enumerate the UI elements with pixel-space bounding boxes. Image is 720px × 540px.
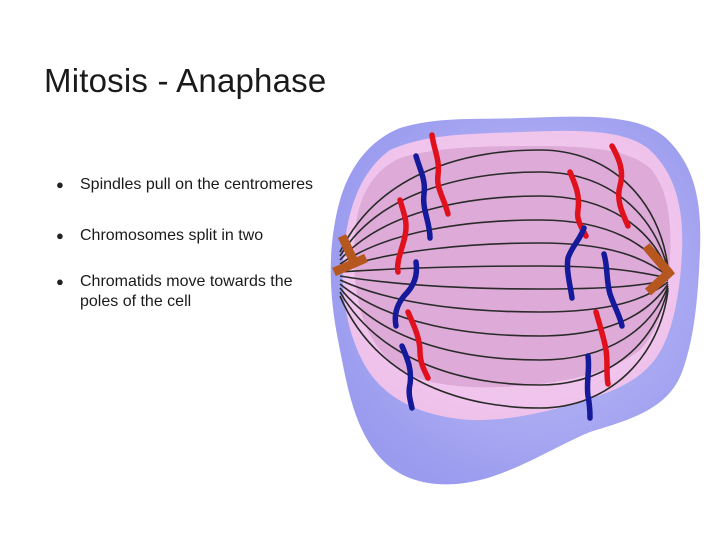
chromatid-red — [394, 197, 409, 275]
spindle-fibers — [339, 149, 669, 409]
bullet-marker: ● — [56, 274, 64, 289]
bullet-marker: ● — [56, 177, 64, 192]
bullet-item: ● Chromatids move towards the poles of t… — [56, 272, 331, 312]
chromatid-red — [429, 132, 451, 217]
bullet-item: ● Chromosomes split in two — [56, 226, 331, 246]
bullet-item: ● Spindles pull on the centromeres — [56, 175, 331, 195]
centrioles — [332, 234, 676, 296]
chromatid-blue — [564, 225, 587, 301]
bullet-text: Chromatids move towards the poles of the… — [80, 273, 293, 310]
anaphase-cell-illustration — [330, 116, 701, 485]
chromatid-blue — [413, 153, 433, 241]
bullet-text: Chromosomes split in two — [80, 227, 264, 244]
bullet-text: Spindles pull on the centromeres — [80, 176, 314, 193]
chromatid-red — [405, 309, 431, 381]
bullet-marker: ● — [56, 228, 64, 243]
bullet-list: ● Spindles pull on the centromeres ● Chr… — [56, 175, 331, 312]
right-centriole — [642, 243, 676, 296]
chromatid-red — [593, 309, 611, 387]
chromatid-blue — [601, 251, 625, 329]
chromatid-blue — [392, 259, 420, 329]
slide-title: Mitosis - Anaphase — [44, 62, 327, 99]
chromatid-red — [609, 143, 631, 229]
chromatids — [392, 132, 631, 421]
left-centriole — [332, 234, 368, 277]
chromatid-blue — [399, 343, 415, 411]
chromatid-blue — [584, 353, 593, 421]
